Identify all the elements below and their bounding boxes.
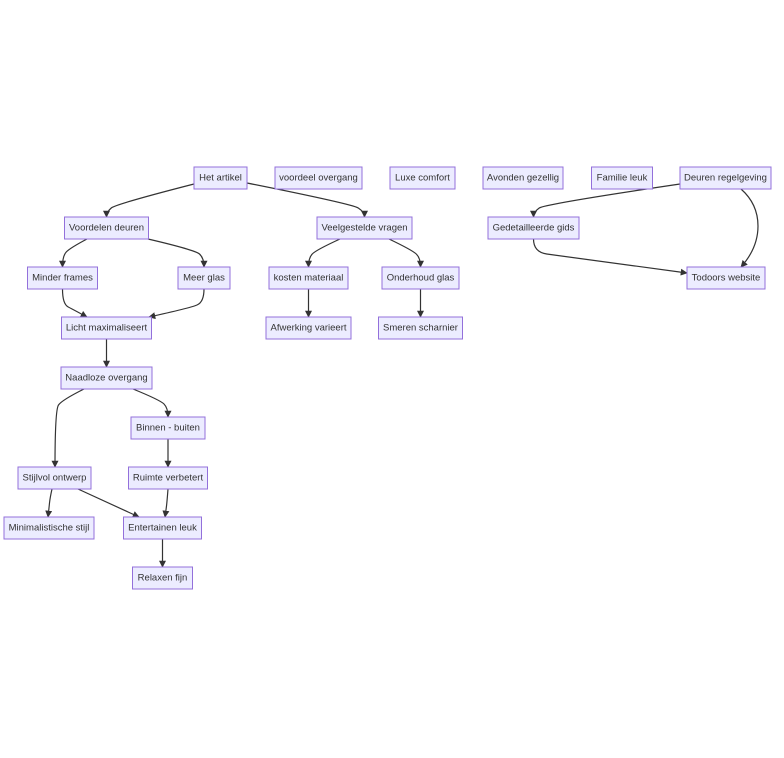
node-box [686,266,766,290]
edge-stijlvol-ontwerp-to-minimalistische-stijl [45,488,53,518]
node-box [265,316,352,340]
node-box [679,166,772,190]
node-box [123,516,202,540]
node-label: Todoors website [692,273,761,284]
node-label: Het artikel [199,173,242,184]
node-label: kosten materiaal [274,273,344,284]
node-box [591,166,653,190]
node-label: Naadloze overgang [65,373,147,384]
node-label: Avonden gezellig [487,173,559,184]
node-box [193,166,248,190]
node-licht-maximaliseert: Licht maximaliseert [61,316,152,340]
node-label: Binnen - buiten [136,423,200,434]
node-luxe-comfort: Luxe comfort [389,166,456,190]
node-avonden-gezellig: Avonden gezellig [482,166,564,190]
node-box [132,566,193,590]
nodes-layer: Het artikel voordeel overgang Luxe comfort… [3,166,772,590]
node-box [128,466,208,490]
node-gedetailleerde-gids: Gedetailleerde gids [487,216,580,240]
node-label: Voordelen deuren [69,223,144,234]
edge-naadloze-overgang-to-stijlvol-ontwerp [51,388,85,468]
node-box [17,466,92,490]
node-box [381,266,460,290]
node-label: Veelgestelde vragen [321,223,407,234]
node-label: Stijlvol ontwerp [23,473,87,484]
node-label: Smeren scharnier [383,323,458,334]
node-box [389,166,456,190]
node-label: Ruimte verbetert [133,473,204,484]
node-label: Deuren regelgeving [684,173,767,184]
node-label: Gedetailleerde gids [493,223,575,234]
node-box [64,216,149,240]
node-box [268,266,349,290]
node-entertainen-leuk: Entertainen leuk [123,516,202,540]
edge-voordelen-deuren-to-meer-glas [147,238,208,268]
edge-familie-leuk-to-gedetailleerde-gids [530,183,681,218]
node-label: Luxe comfort [395,173,450,184]
node-box [487,216,580,240]
node-deuren-regelgeving: Deuren regelgeving [679,166,772,190]
node-het-artikel: Het artikel [193,166,248,190]
node-meer-glas: Meer glas [177,266,231,290]
node-kosten-materiaal: kosten materiaal [268,266,349,290]
edge-deuren-regelgeving-to-todoors-website [740,188,759,268]
node-voordeel-overgang: voordeel overgang [274,166,363,190]
node-label: Entertainen leuk [128,523,197,534]
edge-stijlvol-ontwerp-to-entertainen-leuk [77,488,140,518]
edge-het-artikel-to-voordelen-deuren [103,183,195,218]
node-binnen-buiten: Binnen - buiten [130,416,206,440]
node-box [482,166,564,190]
node-veelgestelde-vragen: Veelgestelde vragen [316,216,413,240]
node-stijlvol-ontwerp: Stijlvol ontwerp [17,466,92,490]
node-box [60,366,153,390]
edge-het-artikel-to-veelgestelde-vragen [246,182,368,218]
edge-ruimte-verbetert-to-entertainen-leuk [162,488,170,518]
node-relaxen-fijn: Relaxen fijn [132,566,193,590]
node-voordelen-deuren: Voordelen deuren [64,216,149,240]
node-box [316,216,413,240]
edges-layer [45,182,759,568]
node-minimalistische-stijl: Minimalistische stijl [3,516,95,540]
node-label: Minder frames [32,273,93,284]
node-label: Afwerking varieert [270,323,346,334]
edge-minder-frames-to-licht-maximaliseert [61,288,88,318]
node-box [3,516,95,540]
node-label: Licht maximaliseert [66,323,148,334]
node-label: Minimalistische stijl [9,523,90,534]
node-label: Meer glas [183,273,225,284]
node-label: Familie leuk [597,173,648,184]
node-ruimte-verbetert: Ruimte verbetert [128,466,208,490]
node-box [177,266,231,290]
node-naadloze-overgang: Naadloze overgang [60,366,153,390]
node-label: Onderhoud glas [387,273,455,284]
node-familie-leuk: Familie leuk [591,166,653,190]
edge-veelgestelde-vragen-to-kosten-materiaal [305,238,341,268]
node-todoors-website: Todoors website [686,266,766,290]
node-box [27,266,98,290]
node-box [274,166,363,190]
edge-meer-glas-to-licht-maximaliseert [148,288,205,320]
node-afwerking-varieert: Afwerking varieert [265,316,352,340]
node-smeren-scharnier: Smeren scharnier [378,316,463,340]
node-label: Relaxen fijn [138,573,188,584]
node-label: voordeel overgang [279,173,358,184]
edge-gedetailleerde-gids-to-todoors-website [532,238,688,276]
node-box [61,316,152,340]
node-box [130,416,206,440]
node-minder-frames: Minder frames [27,266,98,290]
edge-voordelen-deuren-to-minder-frames [59,238,88,268]
node-box [378,316,463,340]
node-onderhoud-glas: Onderhoud glas [381,266,460,290]
edge-veelgestelde-vragen-to-onderhoud-glas [388,238,424,268]
edge-naadloze-overgang-to-binnen-buiten [132,388,172,418]
